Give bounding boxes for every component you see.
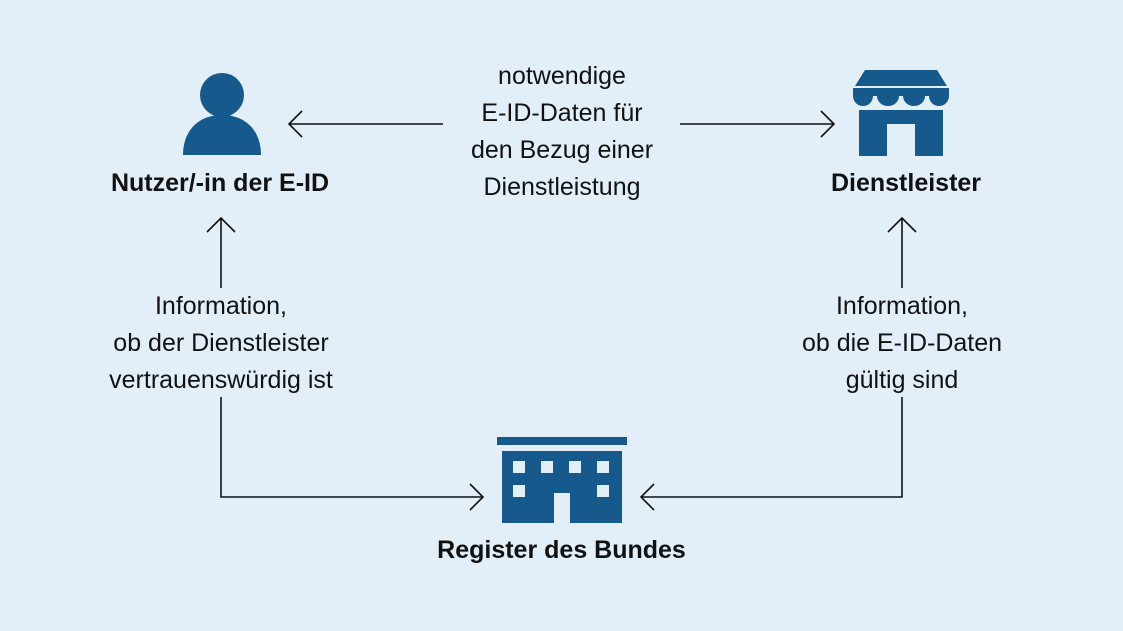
- right-edge-label: Information, ob die E-ID-Daten gültig si…: [742, 288, 1062, 399]
- top-edge-line: Dienstleistung: [483, 173, 641, 201]
- left-edge-line: ob der Dienstleister: [113, 329, 329, 357]
- line-left-to-register: [220, 397, 485, 511]
- line-right-to-register: [639, 397, 903, 511]
- arrow-register-to-provider: [887, 216, 917, 288]
- top-edge-line: den Bezug einer: [470, 136, 654, 164]
- person-icon: [183, 73, 261, 155]
- top-edge-label: notwendige E-ID-Daten für den Bezug eine…: [412, 58, 712, 206]
- right-edge-line: ob die E-ID-Daten: [801, 329, 1003, 357]
- arrow-to-user: [287, 110, 443, 138]
- top-edge-line: E-ID-Daten für: [481, 99, 643, 127]
- arrow-to-provider: [680, 110, 836, 138]
- user-label: Nutzer/-in der E-ID: [110, 169, 330, 197]
- right-edge-line: Information,: [835, 292, 968, 320]
- left-edge-line: vertrauenswürdig ist: [109, 366, 333, 394]
- left-edge-line: Information,: [154, 292, 287, 320]
- shop-icon: [853, 70, 949, 156]
- right-edge-line: gültig sind: [845, 366, 959, 394]
- register-label: Register des Bundes: [437, 536, 686, 564]
- arrow-register-to-user: [206, 216, 236, 288]
- left-edge-label: Information, ob der Dienstleister vertra…: [61, 288, 381, 399]
- provider-label: Dienstleister: [830, 169, 982, 197]
- government-building-icon: [497, 437, 627, 523]
- top-edge-line: notwendige: [498, 62, 626, 90]
